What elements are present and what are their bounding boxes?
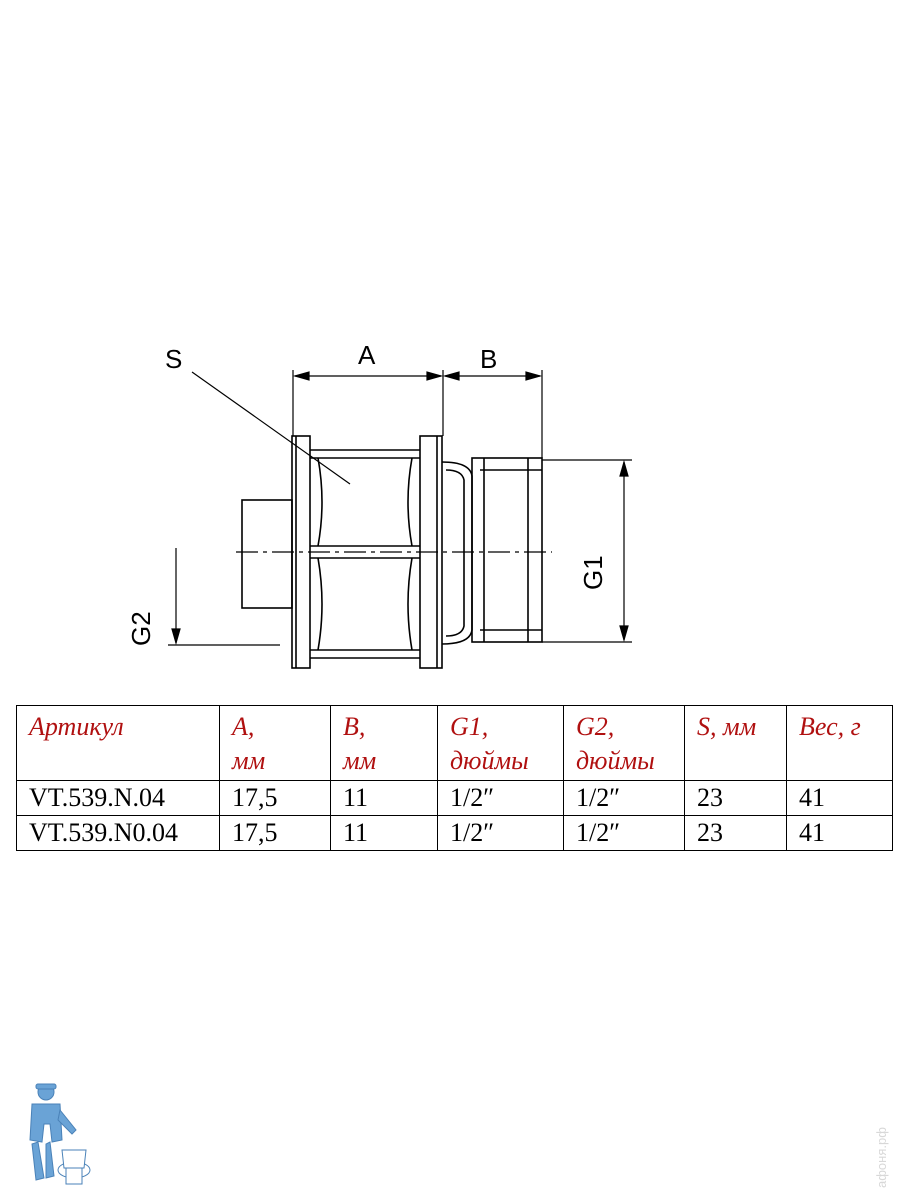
label-a: A (358, 340, 376, 370)
cell-g1: 1/2″ (437, 815, 564, 851)
header-a: A, мм (219, 705, 331, 781)
cell-b: 11 (330, 780, 438, 816)
cell-g1: 1/2″ (437, 780, 564, 816)
table-header-row: Артикул A, мм B, мм G1, дюймы G2, дюймы … (16, 705, 893, 781)
header-weight: Вес, г (786, 705, 893, 781)
spec-table: Артикул A, мм B, мм G1, дюймы G2, дюймы … (16, 705, 893, 851)
cell-article: VT.539.N.04 (16, 780, 220, 816)
cell-g2: 1/2″ (563, 780, 685, 816)
oring-groove (441, 461, 473, 645)
header-article: Артикул (16, 705, 220, 781)
label-g2: G2 (126, 611, 156, 646)
cell-a: 17,5 (219, 815, 331, 851)
header-g1: G1, дюймы (437, 705, 564, 781)
label-g1: G1 (578, 555, 608, 590)
cell-article: VT.539.N0.04 (16, 815, 220, 851)
watermark: афоня.рф (874, 1127, 889, 1188)
header-g2: G2, дюймы (563, 705, 685, 781)
stub-body (241, 499, 293, 609)
threaded-spigot (471, 457, 543, 643)
table-row: VT.539.N.04 17,5 11 1/2″ 1/2″ 23 41 (16, 780, 893, 816)
cell-weight: 41 (786, 780, 893, 816)
cell-a: 17,5 (219, 780, 331, 816)
watermark-text: афоня.рф (874, 1127, 889, 1188)
table-row: VT.539.N0.04 17,5 11 1/2″ 1/2″ 23 41 (16, 815, 893, 851)
cell-b: 11 (330, 815, 438, 851)
cell-s: 23 (684, 815, 787, 851)
label-b: B (480, 344, 497, 374)
cell-g2: 1/2″ (563, 815, 685, 851)
leader-s (191, 371, 351, 485)
cell-weight: 41 (786, 815, 893, 851)
label-s: S (165, 344, 182, 374)
header-s: S, мм (684, 705, 787, 781)
plumber-mascot-icon (29, 1083, 91, 1185)
cell-s: 23 (684, 780, 787, 816)
technical-drawing: S A B G1 G2 (126, 340, 632, 669)
header-b: B, мм (330, 705, 438, 781)
